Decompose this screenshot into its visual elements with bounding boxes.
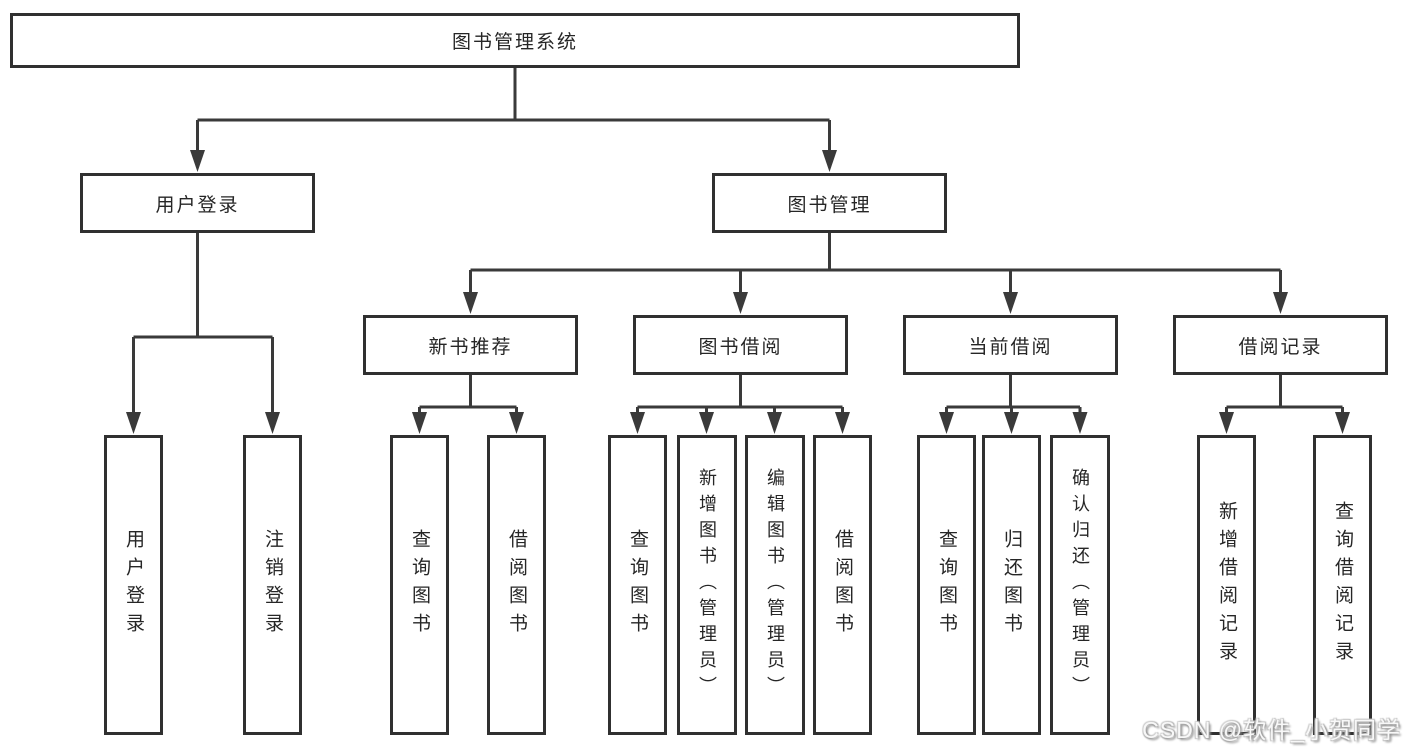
- node-label: 确认归还（管理员）: [1070, 468, 1090, 702]
- node-user-login: 用户登录: [80, 173, 315, 233]
- arrow-down-icon: [463, 292, 478, 314]
- leaf-confirm-return-admin: 确认归还（管理员）: [1050, 435, 1110, 735]
- leaf-query-books-current: 查询图书: [917, 435, 976, 735]
- node-book-management: 图书管理: [712, 173, 947, 233]
- arrow-down-icon: [412, 412, 427, 434]
- node-label: 新书推荐: [428, 336, 513, 358]
- leaf-query-borrow-record: 查询借阅记录: [1313, 435, 1372, 735]
- arrow-down-icon: [509, 412, 524, 434]
- arrow-down-icon: [835, 412, 850, 434]
- node-label: 注销登录: [262, 529, 283, 641]
- leaf-borrow-books-borrowing: 借阅图书: [813, 435, 872, 735]
- csdn-watermark: CSDN @软件_小贺同学: [1142, 717, 1401, 743]
- node-label: 用户登录: [155, 194, 240, 216]
- arrow-down-icon: [939, 412, 954, 434]
- node-label: 用户登录: [123, 529, 144, 641]
- leaf-user-login: 用户登录: [104, 435, 163, 735]
- node-label: 图书借阅: [698, 336, 783, 358]
- arrow-down-icon: [767, 412, 782, 434]
- arrow-down-icon: [190, 150, 205, 172]
- node-label: 归还图书: [1001, 529, 1022, 641]
- node-label: 编辑图书（管理员）: [765, 468, 785, 702]
- node-label: 借阅图书: [506, 529, 527, 641]
- leaf-query-books-borrowing: 查询图书: [608, 435, 667, 735]
- arrow-down-icon: [1072, 412, 1088, 434]
- node-label: 图书管理系统: [451, 32, 578, 53]
- arrow-down-icon: [1003, 292, 1018, 314]
- node-label: 当前借阅: [968, 336, 1053, 358]
- leaf-add-borrow-record: 新增借阅记录: [1197, 435, 1256, 735]
- node-label: 借阅图书: [832, 529, 853, 641]
- node-label: 查询图书: [936, 529, 957, 641]
- node-label: 新增图书（管理员）: [697, 468, 717, 702]
- arrow-down-icon: [699, 412, 714, 434]
- arrow-down-icon: [630, 412, 645, 434]
- leaf-borrow-books-recommend: 借阅图书: [487, 435, 546, 735]
- arrow-down-icon: [1273, 292, 1288, 314]
- leaf-edit-book-admin: 编辑图书（管理员）: [745, 435, 805, 735]
- node-label: 图书管理: [787, 194, 872, 216]
- leaf-add-book-admin: 新增图书（管理员）: [677, 435, 737, 735]
- arrow-down-icon: [822, 150, 837, 172]
- node-book-borrowing: 图书借阅: [633, 315, 848, 375]
- node-label: 查询借阅记录: [1332, 501, 1353, 669]
- node-library-management-system: 图书管理系统: [10, 13, 1020, 68]
- leaf-return-book: 归还图书: [982, 435, 1041, 735]
- leaf-query-books-recommend: 查询图书: [390, 435, 449, 735]
- node-label: 查询图书: [409, 529, 430, 641]
- arrow-down-icon: [1004, 412, 1019, 434]
- node-label: 查询图书: [627, 529, 648, 641]
- arrow-down-icon: [126, 412, 141, 434]
- arrow-down-icon: [1335, 412, 1350, 434]
- arrow-down-icon: [733, 292, 748, 314]
- node-new-book-recommend: 新书推荐: [363, 315, 578, 375]
- node-label: 新增借阅记录: [1216, 501, 1237, 669]
- node-label: 借阅记录: [1238, 336, 1323, 358]
- node-borrowing-records: 借阅记录: [1173, 315, 1388, 375]
- node-current-borrowing: 当前借阅: [903, 315, 1118, 375]
- arrow-down-icon: [1219, 412, 1234, 434]
- arrow-down-icon: [265, 412, 280, 434]
- leaf-logout: 注销登录: [243, 435, 302, 735]
